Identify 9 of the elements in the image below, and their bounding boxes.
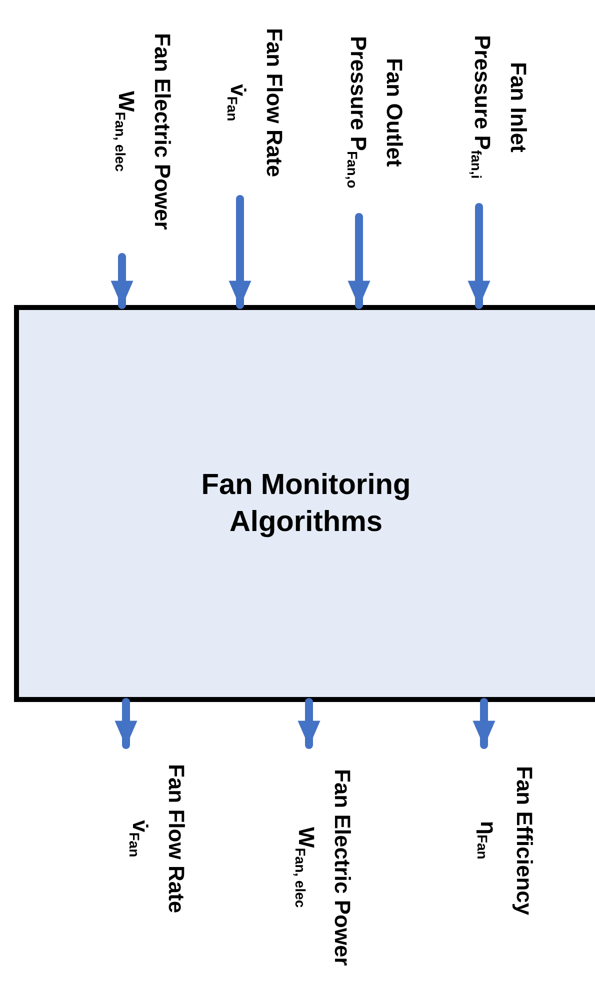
arrow <box>298 698 320 749</box>
process-title: Fan Monitoring Algorithms <box>200 468 412 540</box>
arrow <box>228 195 252 309</box>
arrow <box>472 698 496 749</box>
arrow <box>110 253 134 309</box>
arrow <box>468 203 490 309</box>
process-box <box>14 305 595 702</box>
arrow <box>114 698 138 749</box>
arrow <box>348 213 370 309</box>
